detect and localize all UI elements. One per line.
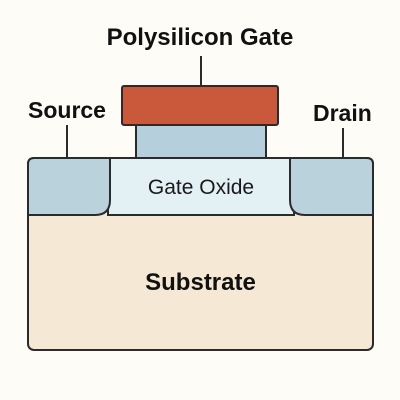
gate-oxide-block bbox=[135, 124, 267, 159]
source-label: Source bbox=[28, 97, 106, 123]
gate-oxide-layer bbox=[107, 157, 295, 216]
source-region bbox=[27, 157, 111, 216]
drain-region bbox=[289, 157, 374, 216]
drain-label: Drain bbox=[313, 100, 372, 126]
substrate-label: Substrate bbox=[145, 269, 256, 296]
polysilicon-gate bbox=[121, 85, 279, 126]
gate-oxide-label: Gate Oxide bbox=[147, 176, 255, 199]
gate-label: Polysilicon Gate bbox=[106, 24, 294, 51]
